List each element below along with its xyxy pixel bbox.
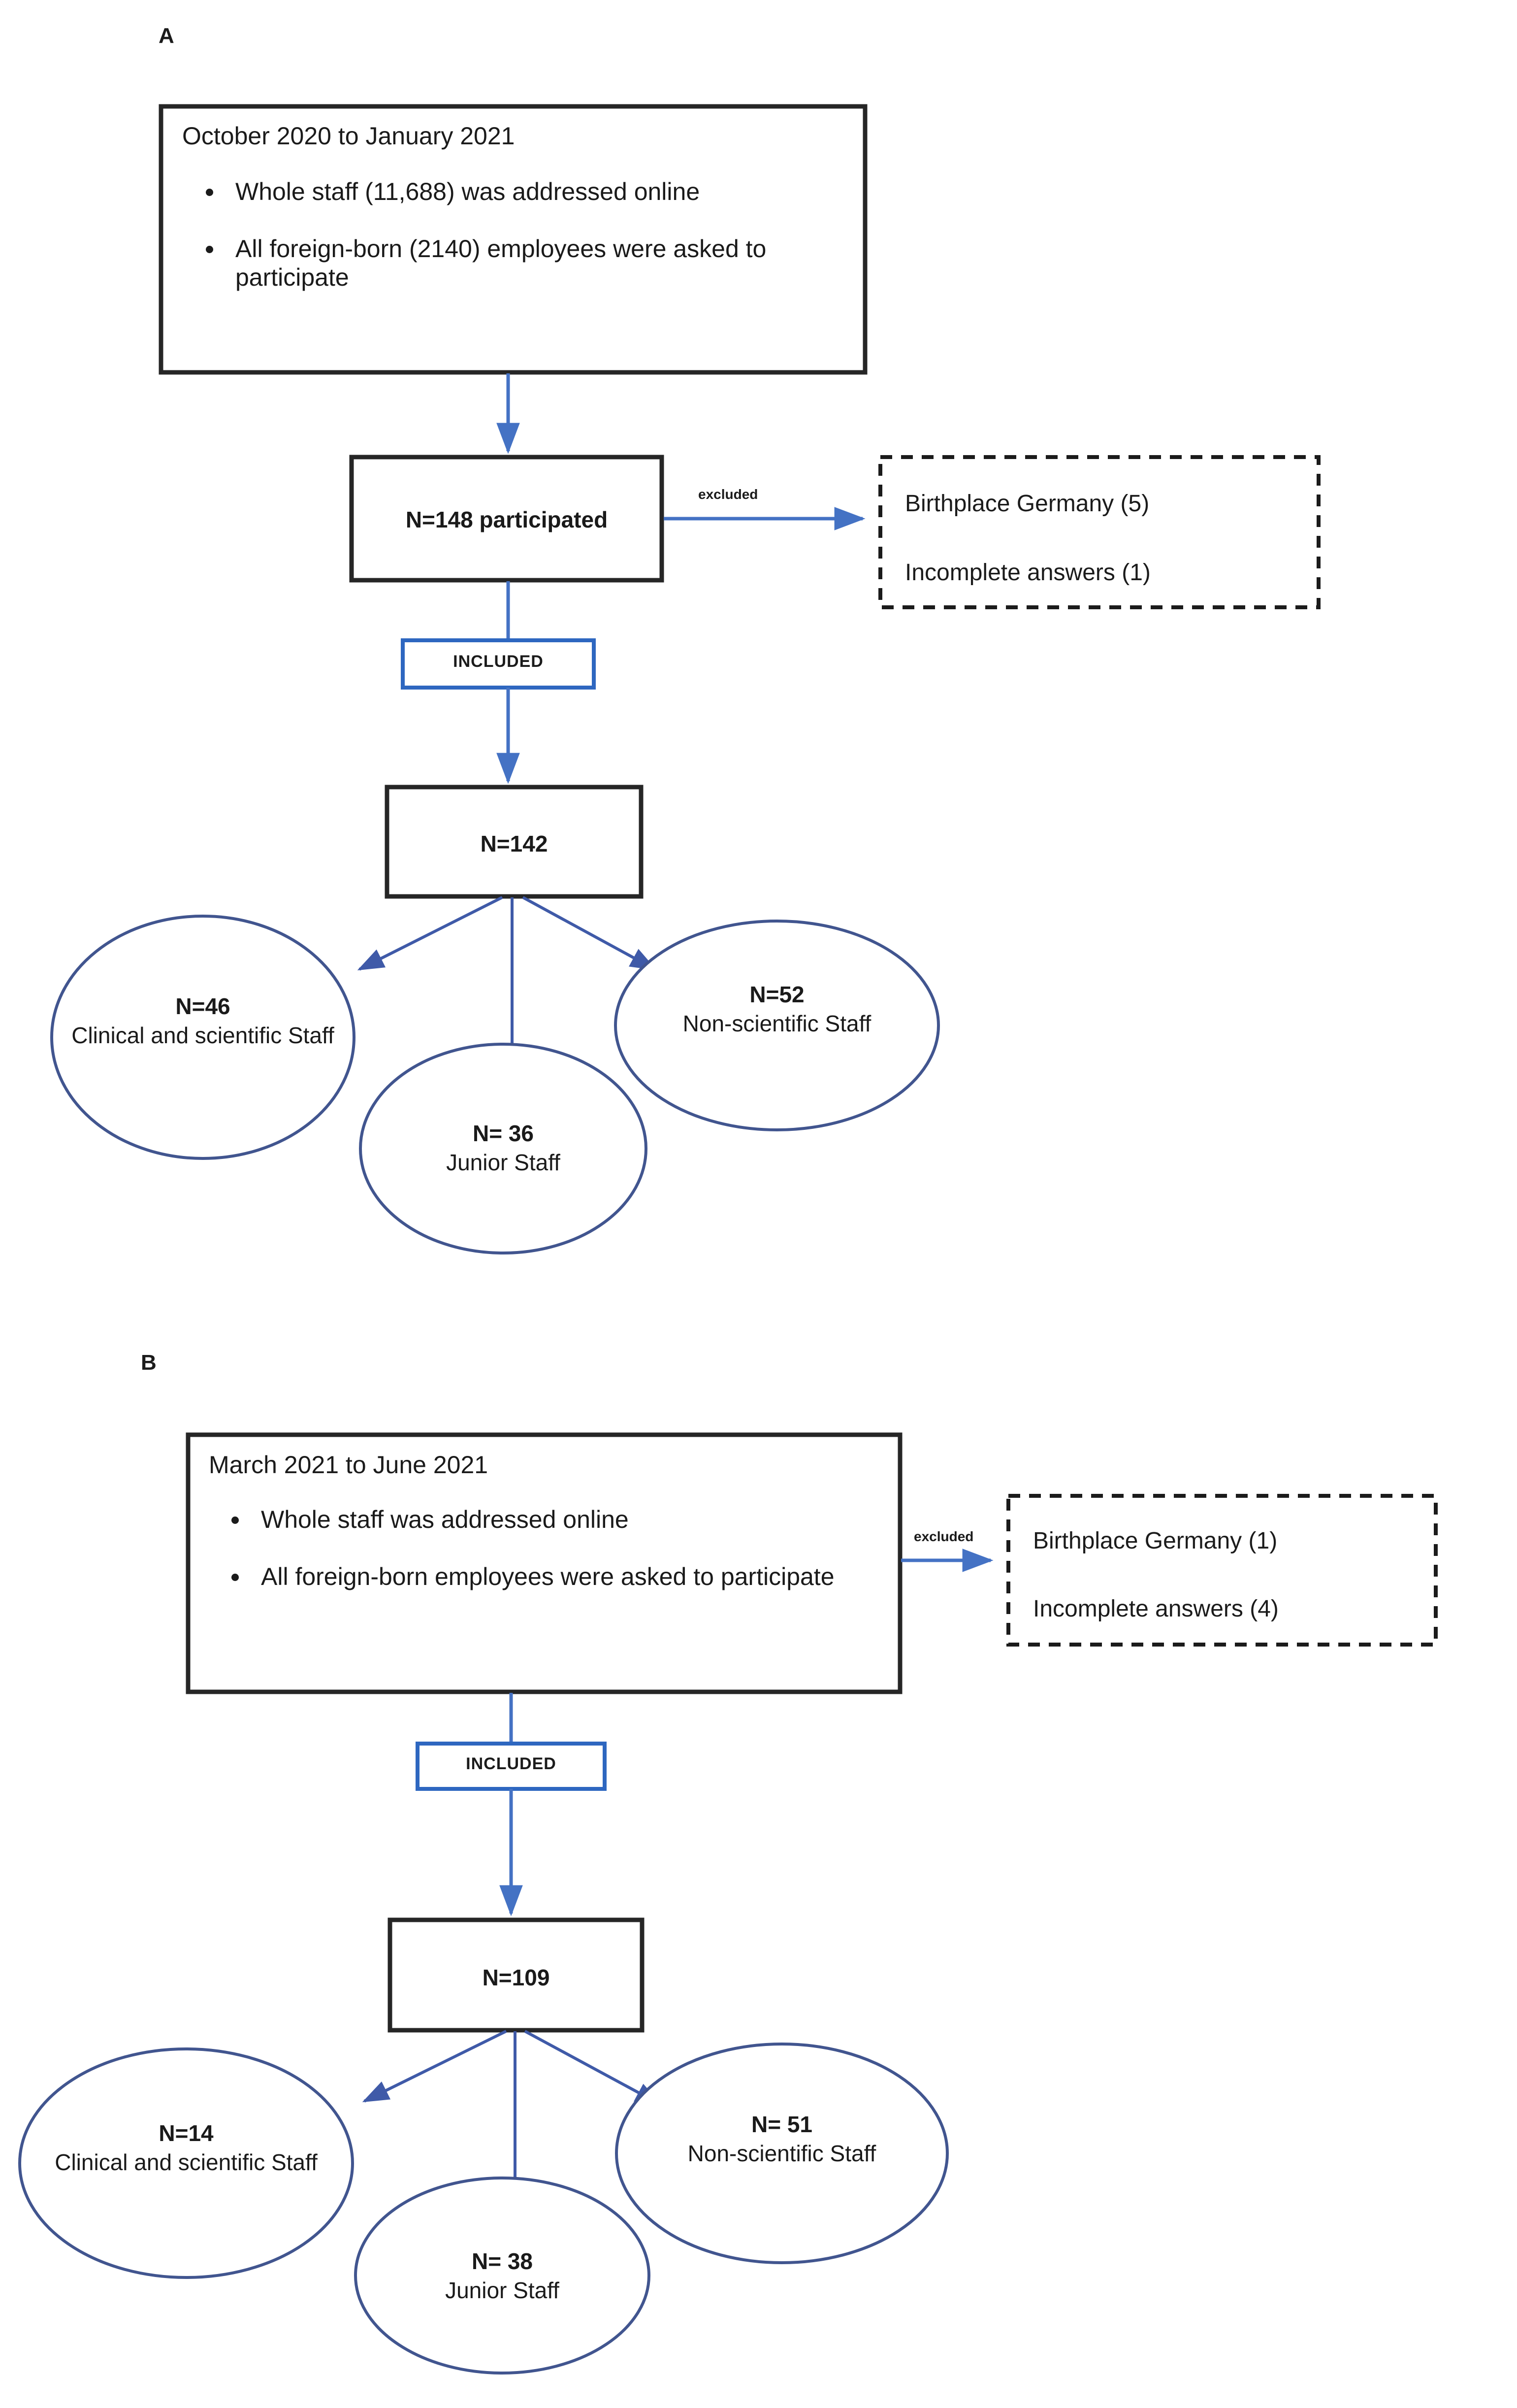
panel-a-group-left-count: N=46 <box>175 993 230 1019</box>
panel-b-group-left-name: Clinical and scientific Staff <box>55 2149 318 2175</box>
panel-b-top-box <box>186 1432 903 1694</box>
panel-b-group-ellipse-bottom <box>354 2177 650 2375</box>
panel-b-excluded-line-2: Incomplete answers (4) <box>1033 1596 1279 1622</box>
panel-b-total-box <box>387 1917 645 2033</box>
bullet-dot-icon <box>231 1517 239 1524</box>
panel-b-excluded-box <box>1006 1494 1438 1647</box>
panel-a-top-box-title: October 2020 to January 2021 <box>182 122 515 150</box>
panel-a-bullet-2-text: All foreign-born (2140) employees were a… <box>235 235 767 291</box>
panel-a-group-left-label: N=46 Clinical and scientific Staff <box>70 992 336 1050</box>
panel-a-branch-arrow-left <box>357 896 503 971</box>
panel-b-group-ellipse-right <box>615 2043 949 2264</box>
bullet-dot-icon <box>206 246 213 253</box>
panel-b-excluded-line-1: Birthplace Germany (1) <box>1033 1528 1278 1554</box>
panel-b-group-bottom-name: Junior Staff <box>445 2277 559 2303</box>
panel-a-included-tag-box <box>401 638 596 690</box>
panel-a-total-box <box>385 785 644 899</box>
panel-a-participated-label: N=148 participated <box>405 507 608 532</box>
panel-a-included-tag: INCLUDED <box>453 652 544 671</box>
panel-a-group-bottom-count: N= 36 <box>472 1121 534 1146</box>
panel-b-top-box-title: March 2021 to June 2021 <box>209 1451 488 1479</box>
panel-a-group-ellipse-left <box>50 915 355 1160</box>
panel-a-group-bottom-label: N= 36 Junior Staff <box>375 1119 631 1177</box>
panel-b-bullet-2: All foreign-born employees were asked to… <box>223 1562 877 1591</box>
panel-b-letter: B <box>141 1351 157 1375</box>
panel-a-letter: A <box>159 24 175 48</box>
panel-b-excluded-edge-label: excluded <box>914 1529 974 1544</box>
panel-a-group-right-count: N=52 <box>749 982 805 1007</box>
panel-a-group-ellipse-bottom <box>359 1043 647 1254</box>
panel-b-top-box-bullets: Whole staff was addressed online All for… <box>223 1505 877 1591</box>
panel-a-excluded-box <box>878 455 1321 609</box>
panel-a-group-bottom-name: Junior Staff <box>446 1149 560 1175</box>
bullet-dot-icon <box>231 1574 239 1581</box>
panel-a-excluded-line-1: Birthplace Germany (5) <box>905 491 1150 517</box>
panel-b-included-tag-box <box>416 1742 607 1791</box>
panel-a-group-right-name: Non-scientific Staff <box>682 1010 871 1036</box>
panel-a-bullet-1: Whole staff (11,688) was addressed onlin… <box>197 177 837 206</box>
panel-b-total-label: N=109 <box>482 1965 550 1990</box>
panel-a-group-right-label: N=52 Non-scientific Staff <box>644 980 910 1038</box>
panel-a-group-left-name: Clinical and scientific Staff <box>71 1022 334 1048</box>
panel-a-excluded-edge-label: excluded <box>698 487 758 502</box>
panel-b-group-bottom-label: N= 38 Junior Staff <box>374 2247 630 2305</box>
panel-b-group-right-count: N= 51 <box>751 2111 813 2137</box>
panel-b-group-right-label: N= 51 Non-scientific Staff <box>649 2110 915 2168</box>
panel-a-total-label: N=142 <box>480 831 548 857</box>
panel-b-included-tag: INCLUDED <box>466 1754 556 1773</box>
bullet-dot-icon <box>206 189 213 196</box>
panel-b-bullet-1: Whole staff was addressed online <box>223 1505 877 1534</box>
panel-a-top-box <box>159 104 868 375</box>
panel-a-group-ellipse-right <box>614 920 940 1131</box>
panel-a-branch-arrow-right <box>522 896 657 971</box>
panel-b-bullet-1-text: Whole staff was addressed online <box>261 1506 629 1533</box>
panel-a-excluded-line-2: Incomplete answers (1) <box>905 560 1151 586</box>
panel-b-group-right-name: Non-scientific Staff <box>687 2140 876 2166</box>
panel-b-group-left-count: N=14 <box>159 2120 214 2146</box>
panel-b-branch-arrow-left <box>362 2030 507 2103</box>
panel-a-bullet-1-text: Whole staff (11,688) was addressed onlin… <box>235 178 700 205</box>
panel-b-group-ellipse-left <box>18 2047 354 2279</box>
panel-b-bullet-2-text: All foreign-born employees were asked to… <box>261 1563 835 1590</box>
panel-a-participated-box <box>349 455 664 583</box>
panel-b-group-left-label: N=14 Clinical and scientific Staff <box>53 2119 319 2177</box>
panel-a-bullet-2: All foreign-born (2140) employees were a… <box>197 234 837 292</box>
panel-b-group-bottom-count: N= 38 <box>471 2248 533 2274</box>
panel-a-top-box-bullets: Whole staff (11,688) was addressed onlin… <box>197 177 837 292</box>
panel-b-branch-arrow-right <box>524 2030 662 2106</box>
